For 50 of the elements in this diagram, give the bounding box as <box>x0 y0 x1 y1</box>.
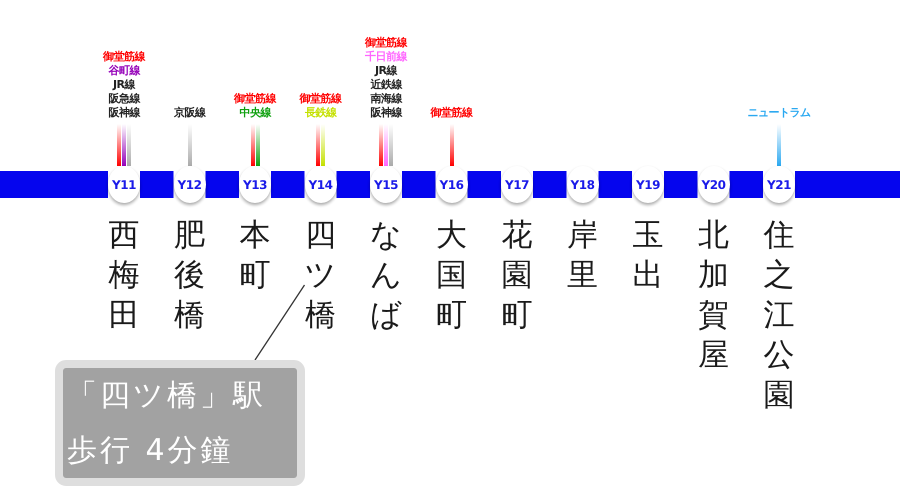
callout-text: 歩行 4分鐘 <box>67 432 234 468</box>
transfer-line-label: 長鉄線 <box>304 106 336 120</box>
track-segment <box>598 171 632 198</box>
station-name: 大国町 <box>436 216 468 335</box>
track-segment <box>730 171 763 198</box>
transfer-line-label: 御堂筋線 <box>103 50 145 64</box>
transfer-line-label: JR線 <box>112 78 136 92</box>
track-segment <box>0 171 108 198</box>
station-name: 岸里 <box>566 216 598 295</box>
track-segment <box>533 171 566 198</box>
transfer-line-label: 御堂筋線 <box>365 36 407 50</box>
station-marker: Y17 <box>501 166 533 203</box>
transfer-line-label: 御堂筋線 <box>234 92 276 106</box>
transfer-line-label: 中央線 <box>239 106 271 120</box>
transfer-line-label: 千日前線 <box>365 50 407 64</box>
station-marker: Y13 <box>239 166 271 203</box>
transfer-line-label: 谷町線 <box>108 64 140 78</box>
transfer-line-label: 御堂筋線 <box>300 92 342 106</box>
station-marker: Y18 <box>566 166 598 203</box>
callout-heading: 「四ツ橋」駅 <box>67 378 266 414</box>
station-name: 四ツ橋 <box>304 216 336 335</box>
transfer-line-label: 御堂筋線 <box>430 106 472 120</box>
transfer-line-label: 南海線 <box>370 92 402 106</box>
station-name: 肥後橋 <box>174 216 206 335</box>
leader-line <box>254 284 306 360</box>
station-marker: Y19 <box>632 166 664 203</box>
callout-box <box>55 360 305 486</box>
transfer-line-label: ニュートラム <box>748 106 810 120</box>
transfer-line-label: 阪急線 <box>108 92 140 106</box>
station-name: 花園町 <box>501 216 533 335</box>
track-segment <box>664 171 698 198</box>
station-name: 玉出 <box>632 216 664 295</box>
transfer-line-label: 阪神線 <box>370 106 402 120</box>
station-marker: Y21 <box>763 166 795 203</box>
station-name: 北加賀屋 <box>698 216 730 375</box>
station-name: 本町 <box>239 216 271 295</box>
station-marker: Y15 <box>370 166 402 203</box>
transfer-line-label: 京阪線 <box>174 106 206 120</box>
station-marker: Y20 <box>698 166 730 203</box>
station-marker: Y16 <box>436 166 468 203</box>
station-marker: Y14 <box>304 166 336 203</box>
transfer-line-label: 近鉄線 <box>370 78 402 92</box>
station-marker: Y11 <box>108 166 140 203</box>
station-name: 西梅田 <box>108 216 140 335</box>
transfer-line-label: JR線 <box>374 64 398 78</box>
station-marker: Y12 <box>174 166 206 203</box>
station-name: 住之江公園 <box>763 216 795 415</box>
track-segment <box>795 171 900 198</box>
station-name: なんば <box>370 216 402 335</box>
transfer-line-label: 阪神線 <box>108 106 140 120</box>
